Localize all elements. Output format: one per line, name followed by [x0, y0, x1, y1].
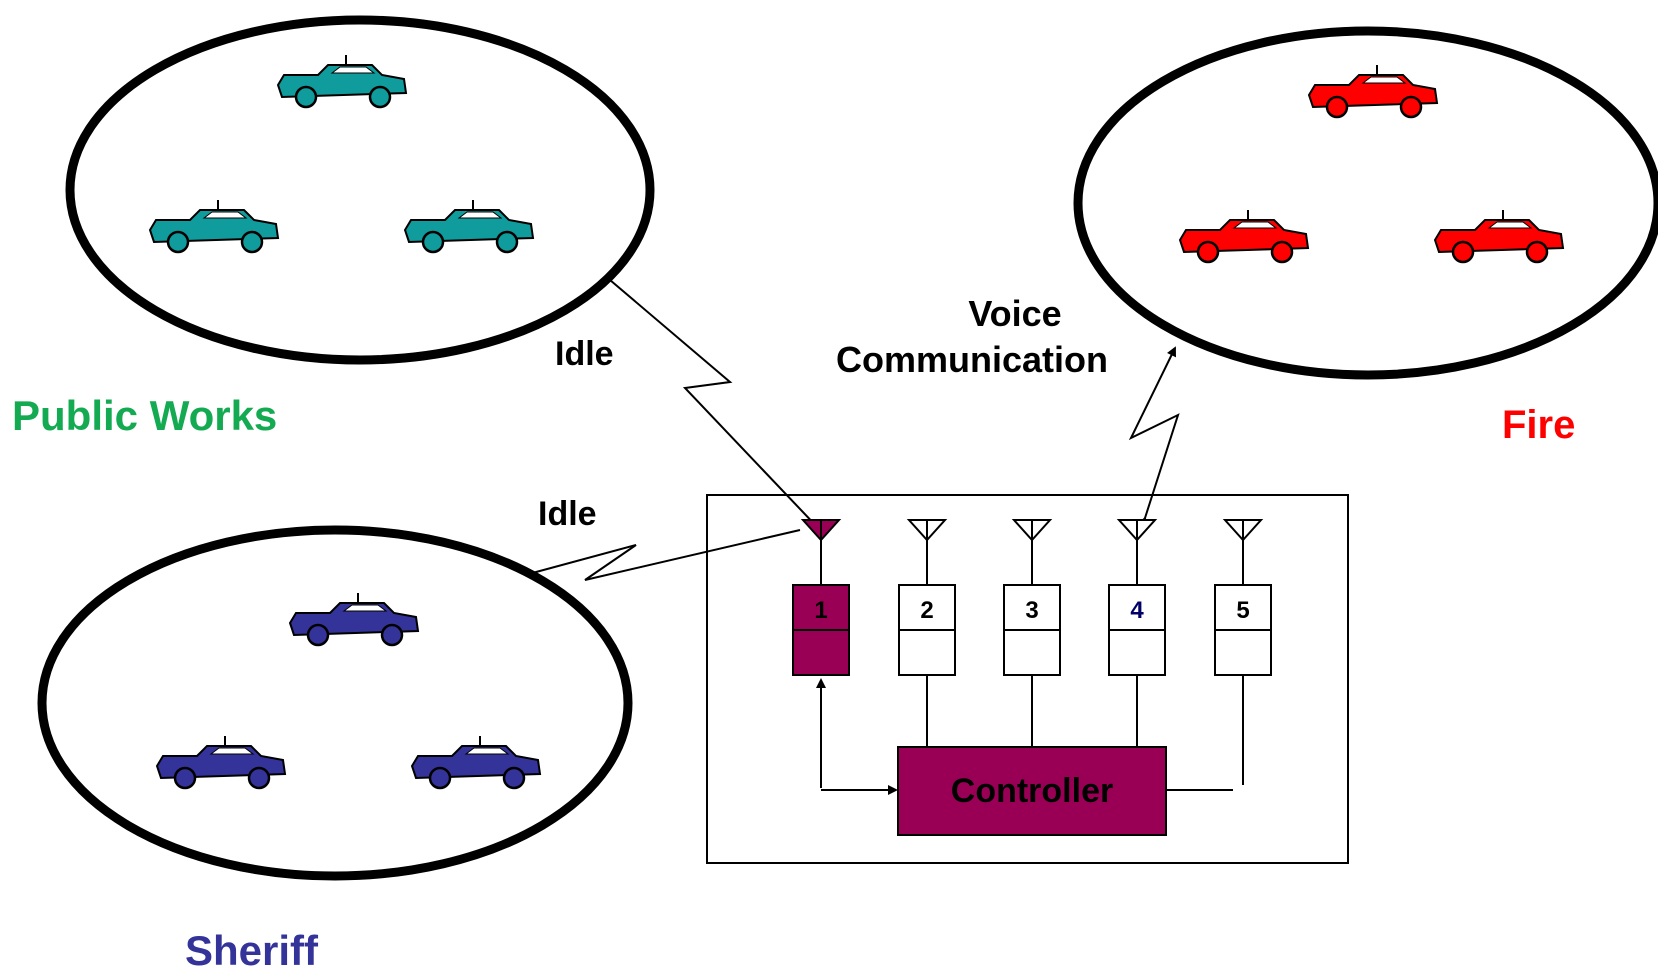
car-icon — [148, 198, 280, 254]
repeater-4: 4 — [1108, 519, 1166, 676]
fire-voice-link — [1128, 346, 1180, 528]
public-works-label: Public Works — [12, 392, 277, 439]
public-works-vehicles — [148, 53, 535, 254]
fire-link-status-line2: Communication — [836, 339, 1108, 380]
sheriff-label: Sheriff — [185, 927, 319, 970]
car-icon — [1307, 63, 1439, 119]
repeater-number: 1 — [814, 597, 827, 624]
fire-label: Fire — [1502, 403, 1575, 447]
sheriff-zone — [37, 525, 633, 881]
car-icon — [1433, 208, 1565, 264]
car-icon — [410, 734, 542, 790]
repeater-5: 5 — [1214, 519, 1272, 676]
public-works-radio-link — [609, 279, 821, 531]
car-icon — [288, 591, 420, 647]
car-icon — [1178, 208, 1310, 264]
fire-link-status-line1: Voice — [968, 293, 1061, 334]
repeater-site-box — [706, 494, 1349, 864]
car-icon — [403, 198, 535, 254]
sheriff-vehicles — [155, 591, 542, 790]
antenna-icon — [906, 519, 948, 542]
repeater-bank: 1 2 3 4 5 — [792, 519, 1272, 676]
antenna-icon — [1222, 519, 1264, 542]
repeater-3: 3 — [1003, 519, 1061, 676]
repeater-number: 2 — [920, 597, 933, 624]
repeater-number: 5 — [1236, 597, 1249, 624]
public-works-zone — [65, 15, 655, 365]
antenna-icon — [1116, 519, 1158, 542]
car-icon — [276, 53, 408, 109]
car-icon — [155, 734, 287, 790]
sheriff-radio-link — [524, 529, 801, 581]
sheriff-link-status: Idle — [538, 495, 597, 533]
fire-zone — [1073, 26, 1658, 380]
repeater-number: 4 — [1130, 597, 1144, 624]
public-works-link-status: Idle — [555, 335, 614, 373]
repeater-number: 3 — [1025, 597, 1038, 624]
antenna-icon — [800, 519, 842, 542]
fire-vehicles — [1178, 63, 1565, 264]
repeater-2: 2 — [898, 519, 956, 676]
repeater-1: 1 — [792, 519, 850, 676]
antenna-icon — [1011, 519, 1053, 542]
controller-label: Controller — [951, 772, 1113, 810]
